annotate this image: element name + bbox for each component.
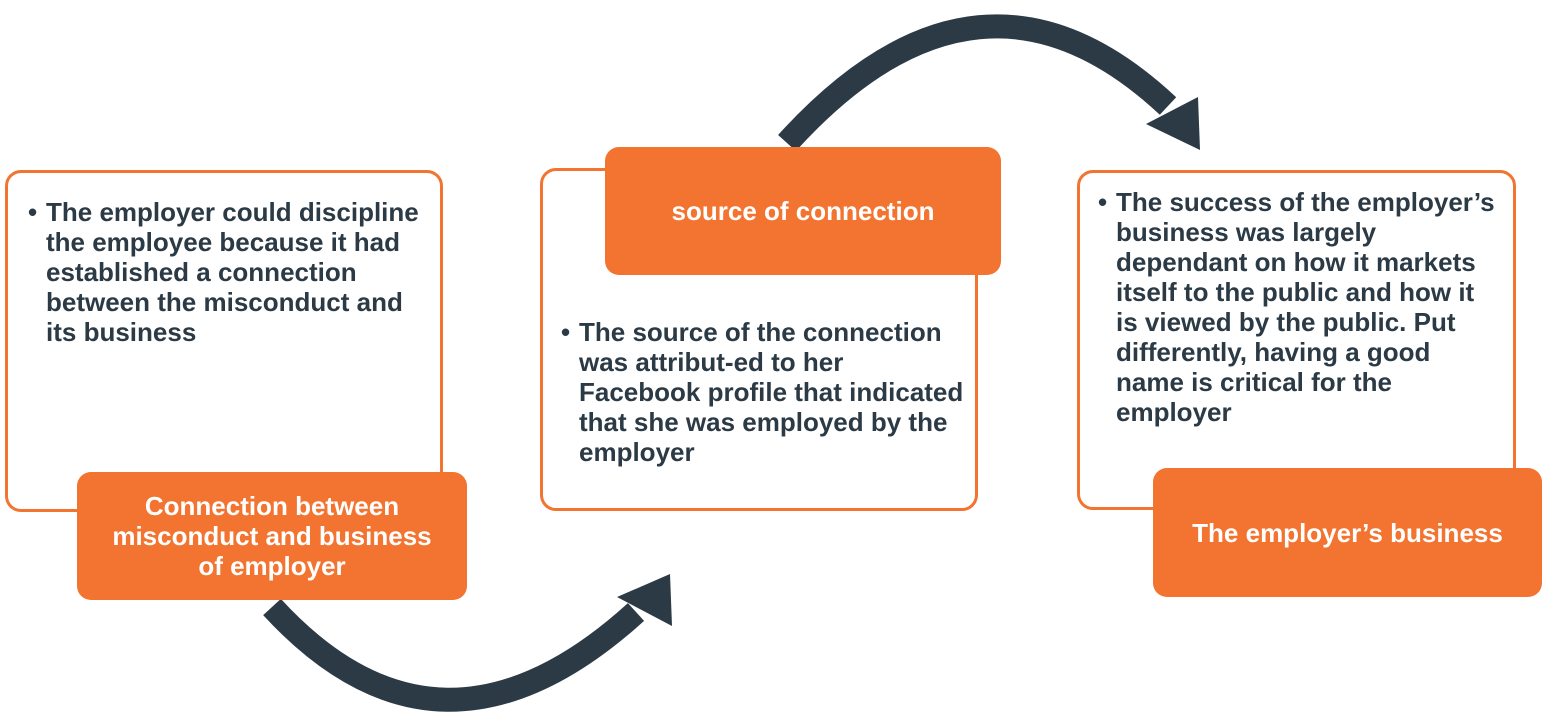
step-1-label: Connection between misconduct and busine… [77,472,467,600]
step-3-label: The employer’s business [1153,468,1542,597]
step-1-bullet: The employer could discipline the employ… [28,197,433,347]
step-2-bullet: The source of the connection was attribu… [561,317,971,467]
step-3-bullet: The success of the employer’s business w… [1098,187,1503,427]
curved-arrow-icon-1 [263,574,672,712]
curved-arrow-icon-2 [778,14,1200,152]
step-card-1: The employer could discipline the employ… [5,170,443,512]
step-3-bullet-list: The success of the employer’s business w… [1098,187,1503,427]
step-2-label: source of connection [605,147,1001,275]
step-1-bullet-list: The employer could discipline the employ… [28,197,433,347]
step-card-3: The success of the employer’s business w… [1077,170,1516,510]
step-2-bullet-list: The source of the connection was attribu… [561,317,971,467]
